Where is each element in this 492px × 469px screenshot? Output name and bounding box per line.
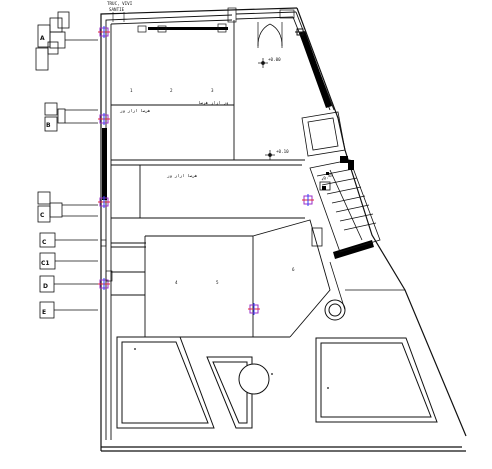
- level-label-b: +0.10: [276, 149, 289, 154]
- entry-door: [227, 7, 295, 48]
- room-code-2: 2: [170, 88, 173, 93]
- level-marker-b: [265, 150, 275, 160]
- room-note-2: ﻫﺮﺻﺎ ﺍﺭﺍﺭ ﻭﺭ: [166, 173, 198, 178]
- fountain-circle: [238, 363, 270, 395]
- axis-tag-group-e: [39, 301, 98, 319]
- room-code-1: 1: [130, 88, 133, 93]
- axis-tag-e: E: [42, 309, 46, 316]
- axis-tag-group-c: [37, 191, 98, 223]
- inner-walls: [105, 11, 335, 440]
- axis-tag-c: C: [40, 212, 45, 219]
- stair-fixtures: [322, 156, 354, 190]
- column-marker-grid: [98, 26, 314, 315]
- staircase: [301, 111, 405, 311]
- column-marker: [98, 113, 110, 125]
- axis-tag-c1: C1: [41, 260, 50, 267]
- axis-tag-d: D: [43, 283, 48, 290]
- level-label-a: +0.00: [268, 57, 281, 62]
- site-boundary: [100, 7, 467, 452]
- column-marker: [248, 303, 260, 315]
- garden-beds: [116, 336, 438, 429]
- solid-wall-segments: [102, 27, 374, 259]
- column-marker: [302, 194, 314, 206]
- well-circle: [324, 299, 346, 321]
- axis-tag-group-c1: [39, 232, 98, 270]
- column-marker: [98, 278, 110, 290]
- top-note-line1: TRUC, VIVI: [107, 1, 133, 6]
- reference-dots: [134, 348, 329, 389]
- axis-tag-b: B: [46, 122, 51, 129]
- room-code-5: 5: [216, 280, 219, 285]
- level-label-c: +0.40: [320, 172, 334, 182]
- column-marker: [98, 26, 110, 38]
- axis-tag-a: A: [40, 35, 45, 42]
- top-note-line2: SANTIE: [109, 7, 125, 12]
- axis-tag-group-b: [44, 102, 98, 132]
- room-note-1-right: ﻭﺭ ﺍﺭﺍﺭ ﻫﺮﺻﺎ: [198, 100, 229, 105]
- axis-tag-group-d: [39, 275, 98, 293]
- level-marker-a: [258, 58, 268, 68]
- room-code-6: 6: [292, 267, 295, 272]
- room-code-3: 3: [211, 88, 214, 93]
- room-code-4: 4: [175, 280, 178, 285]
- axis-tag-group-top: [35, 11, 98, 71]
- column-marker: [295, 28, 305, 36]
- axis-tag-c-lower: C: [42, 239, 47, 246]
- room-note-1-left: ﻫﺮﺻﺎ ﺍﺭﺍﺭ ﻭﺭ: [119, 108, 151, 113]
- wall-ticks: [100, 23, 227, 282]
- column-marker: [98, 196, 110, 208]
